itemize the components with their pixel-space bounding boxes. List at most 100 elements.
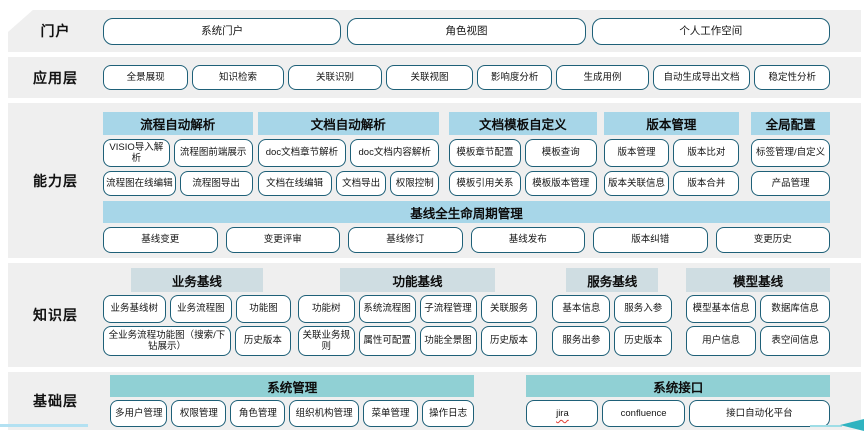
diagram-box: 版本关联信息 <box>603 171 670 196</box>
diagram-box: 角色管理 <box>230 400 286 427</box>
group-row: 多用户管理权限管理角色管理组织机构管理菜单管理操作日志 <box>110 400 475 427</box>
diagram-box: 文档在线编辑 <box>257 171 332 196</box>
knowledge-groups: 业务基线业务基线树业务流程图功能图全业务流程功能图（搜索/下钻展示）历史版本功能… <box>103 268 831 356</box>
group-row: 功能树系统流程图子流程管理关联服务 <box>297 295 538 323</box>
diagram-box: 全景展现 <box>103 65 189 90</box>
diagram-box: 服务入参 <box>614 295 673 323</box>
layer-band-knowledge: 知识层 业务基线业务基线树业务流程图功能图全业务流程功能图（搜索/下钻展示）历史… <box>8 263 861 367</box>
diagram-box: 模板版本管理 <box>524 171 597 196</box>
diagram-box: 历史版本 <box>480 326 538 356</box>
group-header: 模型基线 <box>686 268 831 292</box>
lifecycle-row: 基线变更变更评审基线修订基线发布版本纠错变更历史 <box>103 227 830 253</box>
diagram-box: 流程图前端展示 <box>173 139 253 167</box>
diagram-box: 用户信息 <box>686 326 757 356</box>
group-row: 全业务流程功能图（搜索/下钻展示）历史版本 <box>103 326 291 356</box>
diagram-box: 角色视图 <box>347 17 586 45</box>
group-header: 文档自动解析 <box>257 112 440 135</box>
diagram-box: 基本信息 <box>552 295 611 323</box>
diagram-box: 操作日志 <box>421 400 475 427</box>
layer-label-capability: 能力层 <box>33 172 78 189</box>
diagram-box: confluence <box>602 400 685 427</box>
knowledge-content: 业务基线业务基线树业务流程图功能图全业务流程功能图（搜索/下钻展示）历史版本功能… <box>103 263 831 367</box>
diagram-box: 表空间信息 <box>760 326 831 356</box>
capability-group: 全局配置标签管理/自定义产品管理 <box>751 112 830 196</box>
group-header: 功能基线 <box>339 268 496 292</box>
diagram-box: 权限管理 <box>171 400 227 427</box>
group-row: 业务基线树业务流程图功能图 <box>103 295 291 323</box>
layer-label-application: 应用层 <box>33 69 78 86</box>
foundation-groups: 系统管理多用户管理权限管理角色管理组织机构管理菜单管理操作日志 系统接口 jira c… <box>103 375 830 427</box>
diagram-box: 流程图导出 <box>179 171 253 196</box>
group-row: 模型基本信息数据库信息 <box>686 295 831 323</box>
diagram-box: 版本纠错 <box>593 227 708 253</box>
group-header: 服务基线 <box>566 268 659 292</box>
diagram-box: 基线发布 <box>470 227 585 253</box>
group-header: 系统接口 <box>526 375 830 397</box>
group-row: 版本管理版本比对 <box>603 139 740 167</box>
capability-group: 流程自动解析 VISIO导入解析流程图前端展示流程图在线编辑流程图导出 <box>103 112 253 196</box>
diagram-box: 关联服务 <box>480 295 538 323</box>
group-header: 系统管理 <box>110 375 475 397</box>
diagram-box: 知识检索 <box>192 65 284 90</box>
arrow-left-icon <box>840 419 864 431</box>
bottom-line-decoration <box>0 424 88 427</box>
group-header: 流程自动解析 <box>103 112 253 135</box>
lifecycle-header: 基线全生命周期管理 <box>103 201 830 223</box>
diagram-box: 影响度分析 <box>476 65 553 90</box>
diagram-box: 菜单管理 <box>362 400 418 427</box>
diagram-box: 历史版本 <box>234 326 291 356</box>
foundation-content: 系统管理多用户管理权限管理角色管理组织机构管理菜单管理操作日志 系统接口 jira c… <box>103 372 830 430</box>
diagram-box: 属性可配置 <box>358 326 416 356</box>
diagram-box: doc文档内容解析 <box>350 139 440 167</box>
layer-label-knowledge: 知识层 <box>33 307 78 323</box>
capability-group: 版本管理版本管理版本比对版本关联信息版本合并 <box>603 112 740 196</box>
diagram-box: 版本比对 <box>673 139 740 167</box>
diagram-box: 模板查询 <box>524 139 597 167</box>
group-row: 流程图在线编辑流程图导出 <box>103 171 253 196</box>
diagram-box: 产品管理 <box>751 171 830 196</box>
diagram-box: 业务基线树 <box>103 295 166 323</box>
diagram-box: 基线变更 <box>103 227 218 253</box>
group-header: 文档模板自定义 <box>449 112 597 135</box>
diagram-box: 功能图 <box>236 295 291 323</box>
diagram-box: 关联视图 <box>386 65 473 90</box>
diagram-box: jira <box>526 400 599 427</box>
diagram-box: 业务流程图 <box>169 295 233 323</box>
diagram-box: doc文档章节解析 <box>257 139 347 167</box>
diagram-box: 多用户管理 <box>110 400 168 427</box>
portal-row: 系统门户角色视图个人工作空间 <box>103 17 830 45</box>
arrow-line-decoration <box>810 425 842 427</box>
application-row: 全景展现知识检索关联识别关联视图影响度分析生成用例自动生成导出文档稳定性分析 <box>103 65 830 90</box>
diagram-box: 生成用例 <box>556 65 649 90</box>
group-row: 文档在线编辑文档导出权限控制 <box>257 171 440 196</box>
group-row: 用户信息表空间信息 <box>686 326 831 356</box>
diagram-box: 标签管理/自定义 <box>751 139 830 167</box>
group-header: 业务基线 <box>131 268 263 292</box>
diagram-box: 模板章节配置 <box>449 139 521 167</box>
group-row: 版本关联信息版本合并 <box>603 171 740 196</box>
diagram-box: 模型基本信息 <box>686 295 757 323</box>
misspelled-text: jira <box>556 407 569 419</box>
diagram-box: 系统流程图 <box>358 295 416 323</box>
layer-band-application: 应用层 全景展现知识检索关联识别关联视图影响度分析生成用例自动生成导出文档稳定性… <box>8 57 861 98</box>
group-row: 模板引用关系模板版本管理 <box>449 171 597 196</box>
diagram-box: VISIO导入解析 <box>103 139 170 167</box>
diagram-box: 组织机构管理 <box>289 400 359 427</box>
diagram-box: 变更评审 <box>225 227 340 253</box>
diagram-box: 稳定性分析 <box>754 65 830 90</box>
diagram-box: 版本管理 <box>603 139 670 167</box>
diagram-box: 全业务流程功能图（搜索/下钻展示） <box>103 326 231 356</box>
diagram-box: 接口自动化平台 <box>688 400 830 427</box>
diagram-box: 关联业务规则 <box>297 326 355 356</box>
capability-group: 文档模板自定义模板章节配置模板查询模板引用关系模板版本管理 <box>449 112 597 196</box>
application-content: 全景展现知识检索关联识别关联视图影响度分析生成用例自动生成导出文档稳定性分析 <box>103 57 830 98</box>
group-row: 标签管理/自定义 <box>751 139 830 167</box>
